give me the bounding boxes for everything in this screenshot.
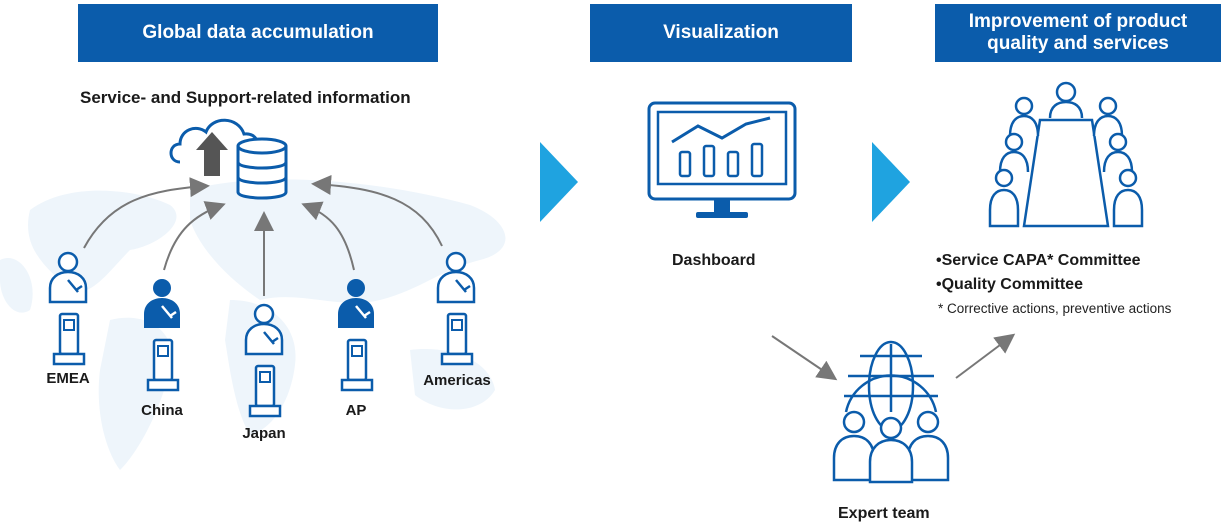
data-flow-arrows [83, 175, 443, 296]
committee-item-quality: •Quality Committee [936, 276, 1083, 293]
header-improvement-line2: quality and services [987, 33, 1169, 54]
emea-instrument-icon [52, 312, 86, 366]
header-visualization-text: Visualization [663, 22, 779, 43]
header-visualization: Visualization [590, 4, 852, 62]
dashboard-label: Dashboard [672, 252, 756, 269]
region-label-americas: Americas [423, 372, 491, 389]
expert-team-people-icon [832, 410, 950, 484]
emea-engineer-icon [48, 251, 88, 304]
dashboard-monitor-icon [647, 101, 797, 218]
service-support-subtitle: Service- and Support-related information [80, 88, 411, 107]
japan-instrument-icon [248, 364, 282, 418]
region-label-japan: Japan [242, 425, 286, 442]
chevron-right-icon [540, 142, 578, 222]
japan-engineer-icon [244, 303, 284, 356]
chevron-right-icon-2 [872, 142, 910, 222]
header-global-data-accumulation: Global data accumulation [78, 4, 438, 62]
china-engineer-icon [144, 279, 180, 328]
header-improvement: Improvement of product quality and servi… [935, 4, 1221, 62]
committee-meeting-icon [988, 81, 1144, 228]
americas-engineer-icon [436, 251, 476, 304]
region-label-china: China [141, 402, 183, 419]
expert-team-label: Expert team [838, 505, 930, 522]
china-instrument-icon [146, 338, 180, 392]
committee-item-service-capa: •Service CAPA* Committee [936, 252, 1141, 269]
americas-instrument-icon [440, 312, 474, 366]
ap-instrument-icon [340, 338, 374, 392]
ap-engineer-icon [338, 279, 374, 328]
header-improvement-line1: Improvement of product [968, 11, 1188, 32]
header-accumulation-text: Global data accumulation [142, 22, 374, 43]
region-label-emea: EMEA [46, 370, 90, 387]
expert-flow-arrows [771, 333, 1016, 381]
cloud-upload-database-icon [169, 118, 288, 200]
committee-footnote: * Corrective actions, preventive actions [938, 301, 1172, 316]
region-label-ap: AP [345, 402, 367, 419]
